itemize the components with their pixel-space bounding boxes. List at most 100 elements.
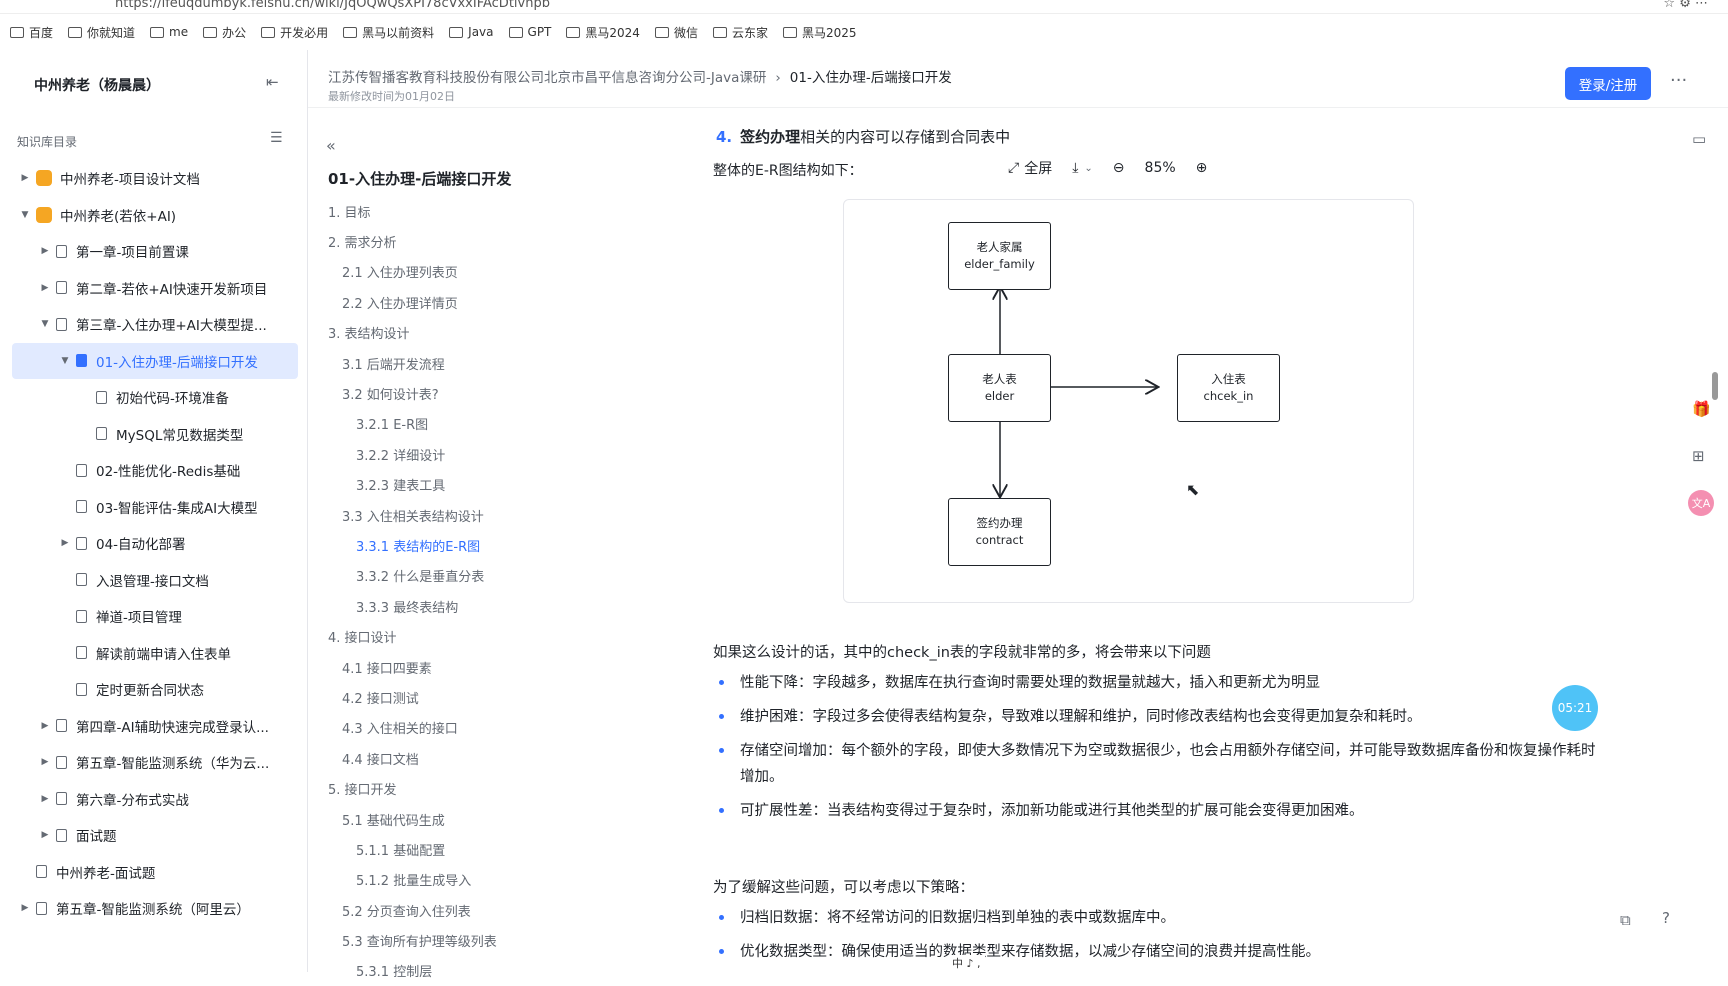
zoom-in-icon[interactable]: ⊕ <box>1195 160 1208 176</box>
tree-item[interactable]: ▶第二章-若依+AI快速开发新项目 <box>12 270 298 307</box>
outline-item[interactable]: 5.3 查询所有护理等级列表 <box>342 935 497 951</box>
er-diagram[interactable]: 老人家属 elder_family 老人表 elder 入住表 chcek_in… <box>843 199 1414 603</box>
bookmark-item[interactable]: 黑马2024 <box>566 24 640 41</box>
tree-item[interactable]: ▼中州养老(若依+AI) <box>12 197 298 234</box>
doc-icon <box>56 828 67 842</box>
bookmark-item[interactable]: 黑马2025 <box>782 24 857 41</box>
tree-item[interactable]: ▶第一章-项目前置课 <box>12 233 298 270</box>
outline-title[interactable]: 01-入住办理-后端接口开发 <box>328 170 512 188</box>
caret-right-icon[interactable]: ▶ <box>41 757 49 768</box>
doc-icon <box>56 792 67 806</box>
fullscreen-button[interactable]: ⤢全屏 <box>1008 158 1052 178</box>
outline-item[interactable]: 4.1 接口四要素 <box>342 661 432 677</box>
url-field[interactable]: https://ifeuqdumbyk.feishu.cn/wiki/JqOQw… <box>115 0 550 11</box>
outline-item[interactable]: 2.1 入住办理列表页 <box>342 266 458 282</box>
tree-item[interactable]: 解读前端申请入住表单 <box>12 635 298 672</box>
caret-right-icon[interactable]: ▶ <box>21 173 29 184</box>
tree-item[interactable]: ▶中州养老-项目设计文档 <box>12 160 298 197</box>
outline-item[interactable]: 3.3 入住相关表结构设计 <box>342 509 484 525</box>
tree-item[interactable]: ▶04-自动化部署 <box>12 525 298 562</box>
caret-right-icon[interactable]: ▶ <box>41 793 49 804</box>
login-button[interactable]: 登录/注册 <box>1565 67 1651 100</box>
outline-item[interactable]: 2. 需求分析 <box>328 236 397 252</box>
tree-item[interactable]: 02-性能优化-Redis基础 <box>12 452 298 489</box>
copy-icon[interactable]: ⧉ <box>1620 911 1631 929</box>
ime-toolbar[interactable]: 中 ♪ , <box>948 955 985 971</box>
tree-item[interactable]: ▶面试题 <box>12 817 298 854</box>
bookmark-item[interactable]: me <box>150 25 188 39</box>
tree-item[interactable]: MySQL常见数据类型 <box>12 416 298 453</box>
outline-item[interactable]: 1. 目标 <box>328 205 371 221</box>
tree-item[interactable]: ▶第六章-分布式实战 <box>12 781 298 818</box>
caret-right-icon[interactable]: ▶ <box>41 830 49 841</box>
bookmark-item[interactable]: Java <box>449 25 494 39</box>
bookmark-item[interactable]: 百度 <box>10 24 53 41</box>
bookmark-item[interactable]: 办公 <box>203 24 246 41</box>
space-title: 中州养老（杨晨晨） <box>34 78 160 94</box>
outline-item[interactable]: 3.3.3 最终表结构 <box>356 600 459 616</box>
folder-icon <box>508 26 523 38</box>
gift-icon[interactable]: 🎁 <box>1692 400 1711 418</box>
scrollbar-thumb[interactable] <box>1712 372 1718 400</box>
outline-item[interactable]: 5.1.1 基础配置 <box>356 843 446 859</box>
outline-item[interactable]: 3.2.2 详细设计 <box>356 448 446 464</box>
outline-item[interactable]: 5.1.2 批量生成导入 <box>356 874 472 890</box>
tree-item[interactable]: 中州养老-面试题 <box>12 854 298 891</box>
outline-item[interactable]: 4.2 接口测试 <box>342 691 419 707</box>
bookmark-item[interactable]: GPT <box>508 25 551 39</box>
outline-item[interactable]: 3.1 后端开发流程 <box>342 357 445 373</box>
caret-right-icon[interactable]: ▶ <box>41 720 49 731</box>
browser-toolbar-icons[interactable]: ☆ ⚙ ⋯ <box>1663 0 1708 11</box>
tree-item[interactable]: 03-智能评估-集成AI大模型 <box>12 489 298 526</box>
outline-item[interactable]: 3.3.2 什么是垂直分表 <box>356 570 485 586</box>
timer-badge[interactable]: 05:21 <box>1552 685 1598 731</box>
outline-item[interactable]: 5. 接口开发 <box>328 783 397 799</box>
bookmark-item[interactable]: 开发必用 <box>261 24 328 41</box>
bookmark-item[interactable]: 云东家 <box>712 24 768 41</box>
tree-item[interactable]: ▶第四章-AI辅助快速完成登录认... <box>12 708 298 745</box>
translate-icon[interactable]: 文A <box>1688 490 1714 516</box>
outline-item[interactable]: 4.3 入住相关的接口 <box>342 722 458 738</box>
apps-icon[interactable]: ⊞ <box>1692 447 1705 465</box>
outline-item[interactable]: 4. 接口设计 <box>328 631 397 647</box>
caret-down-icon[interactable]: ▼ <box>41 319 49 330</box>
list-icon[interactable]: ☰ <box>270 130 283 146</box>
bookmark-item[interactable]: 你就知道 <box>68 24 135 41</box>
more-icon[interactable]: ··· <box>1670 70 1688 91</box>
outline-item[interactable]: 5.2 分页查询入住列表 <box>342 904 471 920</box>
bookmark-item[interactable]: 黑马以前资料 <box>343 24 434 41</box>
outline-item[interactable]: 5.3.1 控制层 <box>356 965 433 981</box>
outline-item[interactable]: 2.2 入住办理详情页 <box>342 296 458 312</box>
tree-item-label: 01-入住办理-后端接口开发 <box>96 354 258 371</box>
caret-down-icon[interactable]: ▼ <box>21 209 29 220</box>
caret-right-icon[interactable]: ▶ <box>61 538 69 549</box>
tree-item[interactable]: 定时更新合同状态 <box>12 671 298 708</box>
doc-icon <box>76 536 87 550</box>
outline-item[interactable]: 3.2.1 E-R图 <box>356 418 429 434</box>
caret-down-icon[interactable]: ▼ <box>61 355 69 366</box>
tree-item[interactable]: ▶第五章-智能监测系统（阿里云） <box>12 890 298 927</box>
outline-item[interactable]: 3.3.1 表结构的E-R图 <box>356 539 481 555</box>
tree-item[interactable]: ▶第五章-智能监测系统（华为云... <box>12 744 298 781</box>
caret-right-icon[interactable]: ▶ <box>21 903 29 914</box>
tree-item[interactable]: 入退管理-接口文档 <box>12 562 298 599</box>
bookmark-item[interactable]: 微信 <box>654 24 698 41</box>
collapse-sidebar-icon[interactable]: ⇤ <box>266 73 279 91</box>
outline-item[interactable]: 3.2.3 建表工具 <box>356 479 446 495</box>
comment-icon[interactable]: ▭ <box>1692 130 1707 148</box>
outline-item[interactable]: 3.2 如何设计表? <box>342 388 439 404</box>
caret-right-icon[interactable]: ▶ <box>41 246 49 257</box>
outline-item[interactable]: 3. 表结构设计 <box>328 327 410 343</box>
collapse-outline-icon[interactable]: « <box>326 136 336 155</box>
download-button[interactable]: ⤓⌄ <box>1072 160 1093 176</box>
breadcrumb-parent[interactable]: 江苏传智播客教育科技股份有限公司北京市昌平信息咨询分公司-Java课研 <box>328 70 767 86</box>
caret-right-icon[interactable]: ▶ <box>41 282 49 293</box>
tree-item[interactable]: 禅道-项目管理 <box>12 598 298 635</box>
outline-item[interactable]: 4.4 接口文档 <box>342 752 419 768</box>
tree-item[interactable]: 初始代码-环境准备 <box>12 379 298 416</box>
zoom-out-icon[interactable]: ⊖ <box>1112 160 1125 176</box>
tree-item[interactable]: ▼第三章-入住办理+AI大模型提... <box>12 306 298 343</box>
help-icon[interactable]: ? <box>1662 909 1670 927</box>
outline-item[interactable]: 5.1 基础代码生成 <box>342 813 445 829</box>
tree-item[interactable]: ▼ 01-入住办理-后端接口开发 <box>12 342 298 379</box>
